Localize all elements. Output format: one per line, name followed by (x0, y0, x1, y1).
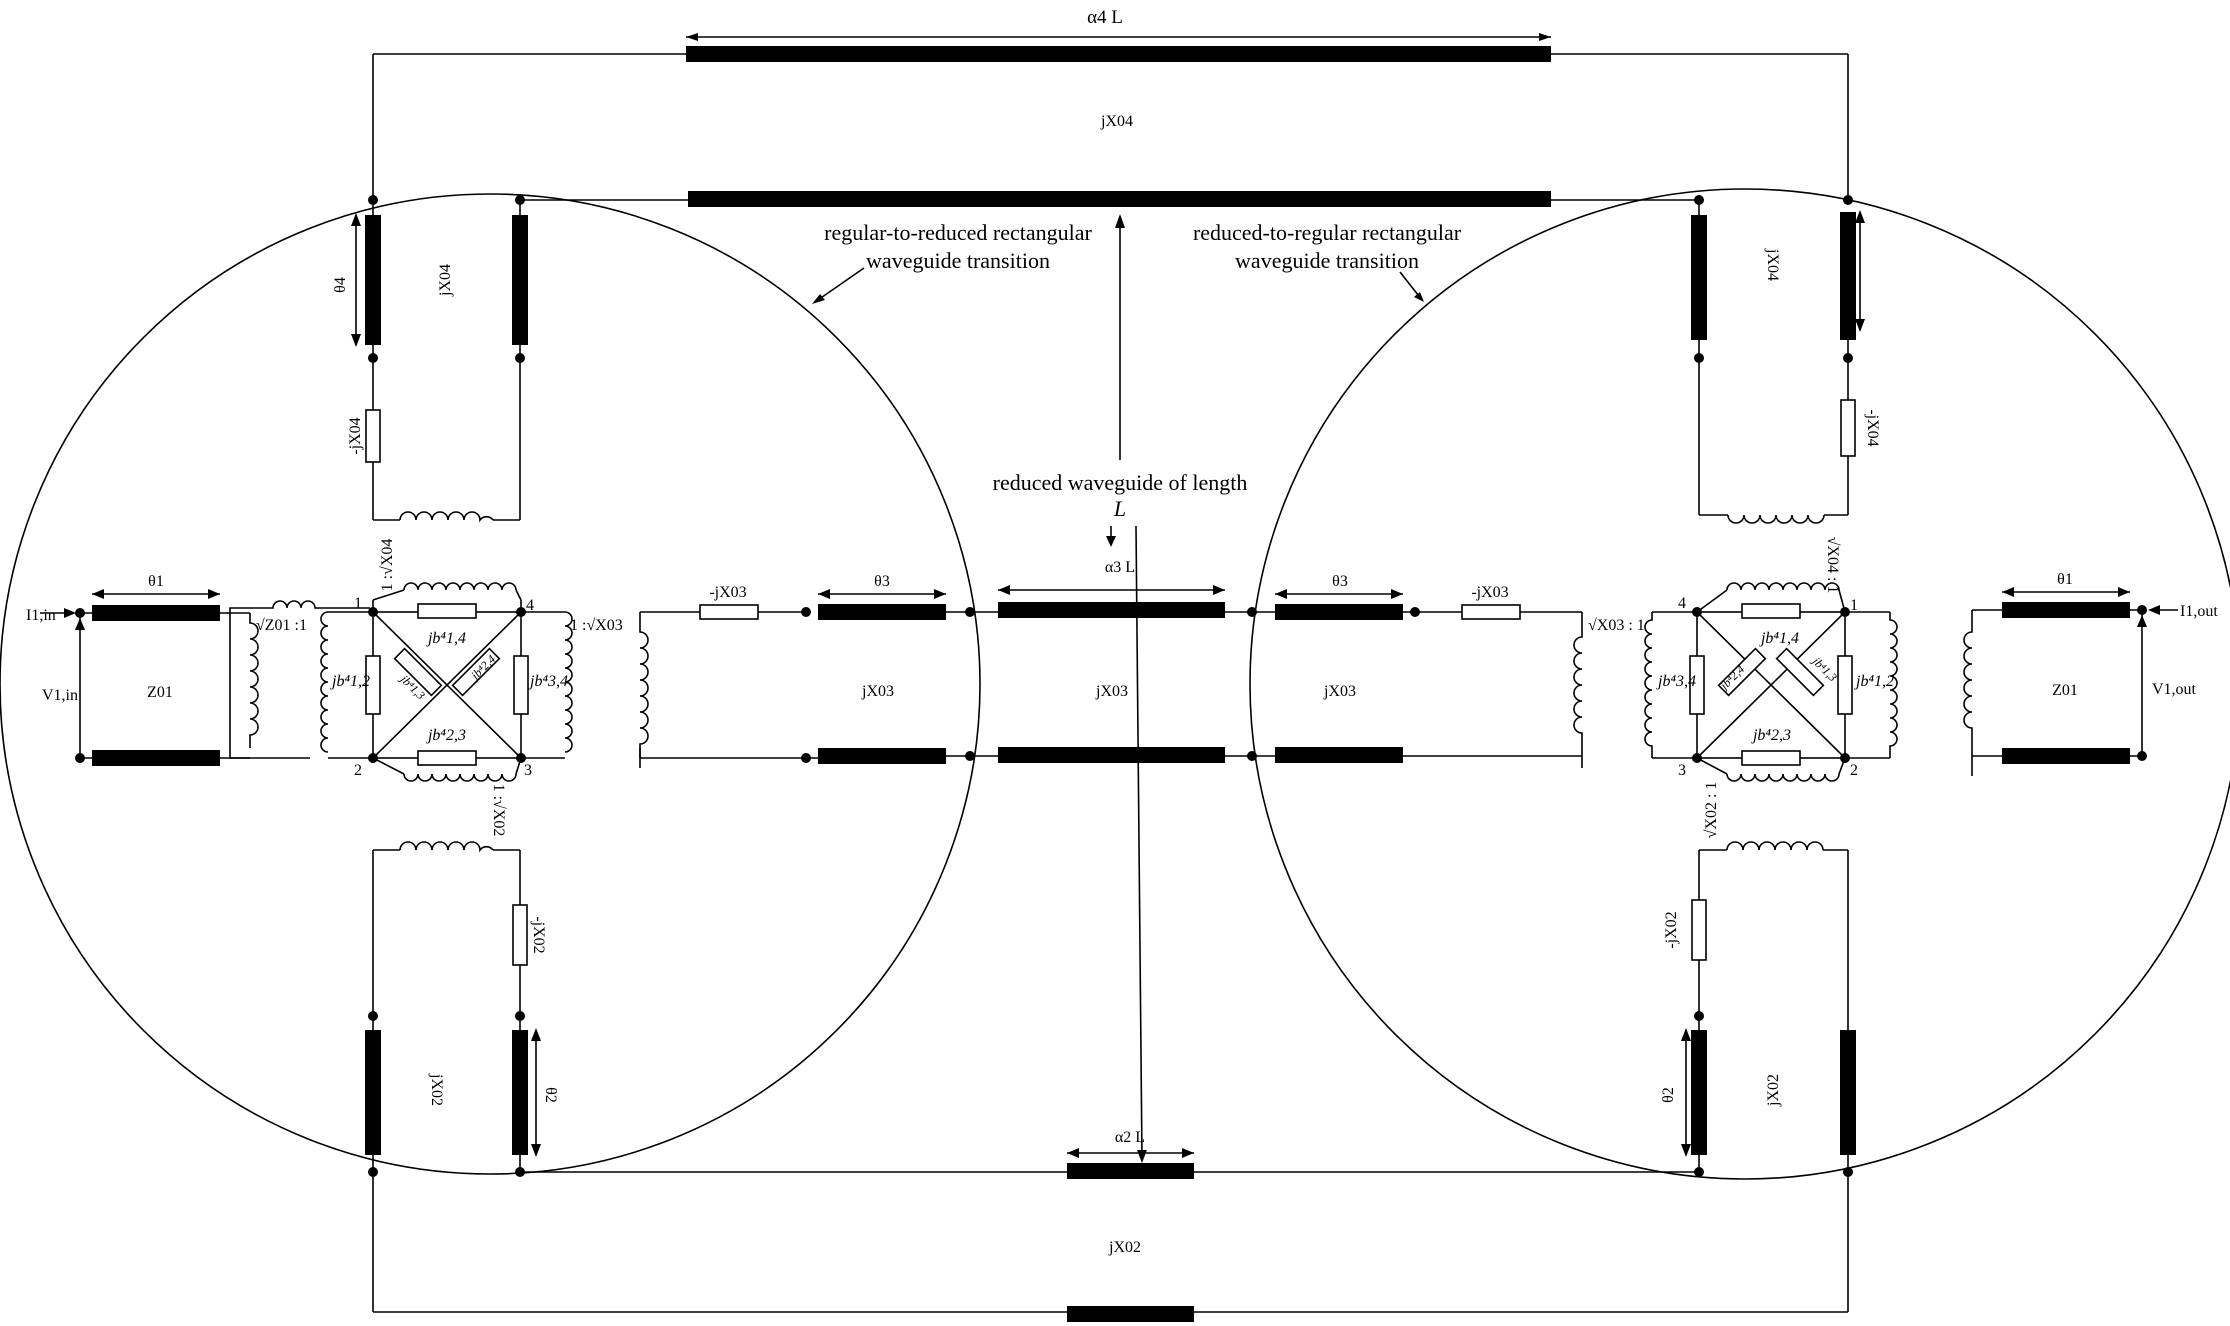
ratioX04-right-label: √X04 : 1 (1824, 537, 1841, 594)
jX02-right-label: jX02 (1765, 1074, 1782, 1107)
right-transition-label-2: waveguide transition (1235, 248, 1419, 273)
negjX03-left-label: -jX03 (709, 584, 746, 601)
top-outer-line (372, 33, 1849, 200)
left-input-port (40, 589, 259, 766)
theta2-right-label: θ2 (1660, 1087, 1677, 1103)
negjX02-right-label: -jX02 (1663, 911, 1680, 948)
Z01-right-label: Z01 (2052, 682, 2078, 699)
Z01-left-label: Z01 (147, 684, 173, 701)
theta3-right-label: θ3 (1332, 573, 1348, 590)
right-node-4: 4 (1678, 595, 1686, 612)
negjX03-right-label: -jX03 (1471, 584, 1508, 601)
jX03-left-label: jX03 (861, 683, 894, 700)
left-b12: jb⁴1,2 (330, 673, 370, 690)
V1in-label: V1,in (42, 687, 78, 704)
jX03-center-label: jX03 (1095, 683, 1128, 700)
jX02-bottom-label: jX02 (1108, 1239, 1141, 1256)
ratioX02-left-label: 1 :√X02 (490, 784, 507, 837)
a4L-label: α4 L (1087, 7, 1123, 28)
theta1-left-label: θ1 (148, 573, 164, 590)
left-mid-branch (639, 589, 975, 768)
left-transition-circle (0, 193, 981, 1175)
theta1-right-label: θ1 (2057, 571, 2073, 588)
jX04-right-label: jX04 (1764, 248, 1781, 281)
I1in-label: I1,in (26, 607, 56, 624)
negjX02-left-label: -jX02 (530, 916, 547, 953)
bottom-outer-line (373, 1306, 1848, 1322)
theta3-left-label: θ3 (874, 573, 890, 590)
a3L-label: α3 L (1105, 559, 1135, 576)
left-transition-label-1: regular-to-reduced rectangular (824, 220, 1092, 245)
left-node-4: 4 (526, 597, 534, 614)
left-node-2: 2 (354, 762, 362, 779)
a2L-label: α2 L (1115, 1129, 1145, 1146)
jX02-left-label: jX02 (428, 1073, 445, 1106)
right-b23: jb⁴2,3 (1751, 727, 1791, 744)
right-transition-label-1: reduced-to-regular rectangular (1193, 220, 1462, 245)
ratioX03-right-label: √X03 : 1 (1588, 617, 1645, 634)
top-inner-line (519, 191, 1704, 215)
center-line (970, 585, 1257, 763)
right-b14: jb⁴1,4 (1759, 630, 1799, 647)
left-top-branch (351, 195, 528, 523)
left-node-1: 1 (354, 595, 362, 612)
negjX04-right-label: -jX04 (1864, 409, 1881, 446)
bottom-inner-line (520, 1148, 1699, 1179)
right-bottom-branch (1681, 841, 1856, 1312)
reduced-label-1: reduced waveguide of length (993, 470, 1248, 495)
jX03-right-label: jX03 (1323, 683, 1356, 700)
theta2-left-label: θ2 (542, 1087, 559, 1103)
theta4-label: θ4 (332, 277, 349, 293)
right-node-3: 3 (1678, 762, 1686, 779)
left-b14: jb⁴1,4 (426, 630, 466, 647)
ratioX02-right-label: √X02 : 1 (1703, 782, 1720, 839)
right-output-port (1963, 587, 2178, 776)
reduced-label-2: L (1113, 496, 1126, 521)
right-node-2: 2 (1850, 762, 1858, 779)
right-b12: jb⁴1,2 (1854, 673, 1894, 690)
right-transition-circle (1249, 188, 2230, 1180)
V1out-label: V1,out (2152, 681, 2197, 698)
jX04-top-label: jX04 (1100, 113, 1133, 130)
left-node-3: 3 (524, 762, 532, 779)
ratioX03-left-label: 1 :√X03 (570, 617, 623, 634)
left-bottom-branch (365, 841, 541, 1312)
left-junction (229, 582, 573, 782)
left-b34: jb⁴3,4 (528, 673, 568, 690)
jX04-left-label: jX04 (437, 264, 454, 297)
I1out-label: I1,out (2180, 603, 2218, 620)
ratioZ01-left-label: √Z01 :1 (256, 617, 307, 634)
right-b34: jb⁴3,4 (1656, 673, 1696, 690)
negjX04-left-label: -jX04 (347, 417, 364, 454)
ratioX04-left-label: 1 :√X04 (379, 539, 396, 592)
right-junction (1644, 582, 1898, 782)
right-mid-branch (1252, 589, 1583, 768)
right-top-branch (1691, 195, 1865, 524)
left-b23: jb⁴2,3 (426, 727, 466, 744)
right-node-1: 1 (1850, 597, 1858, 614)
left-transition-label-2: waveguide transition (866, 248, 1050, 273)
